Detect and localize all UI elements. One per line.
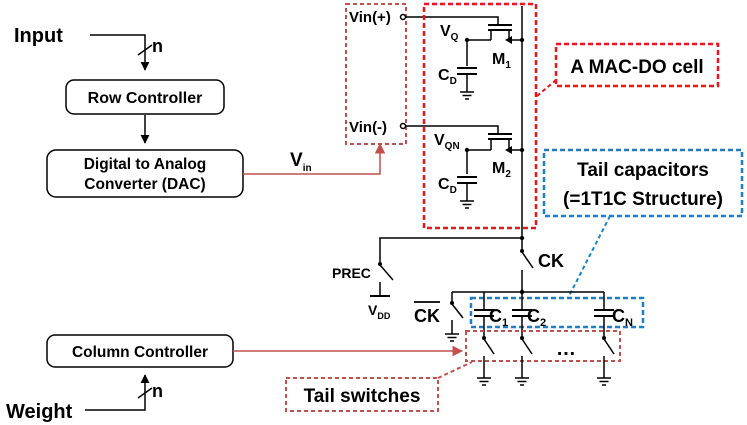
weight-bus-wire xyxy=(85,374,150,411)
m1-source-arrow xyxy=(505,36,512,44)
input-label: Input xyxy=(14,25,63,47)
cd2-label: CD xyxy=(438,176,457,196)
m2-label: M2 xyxy=(492,160,511,180)
cd1-ground-icon xyxy=(460,91,474,100)
m1-label: M1 xyxy=(492,51,511,71)
vin-plus-label: Vin(+) xyxy=(349,9,391,26)
c1-label: C1 xyxy=(489,306,508,329)
tail-capacitors-label-box xyxy=(542,148,744,218)
row-controller-label: Row Controller xyxy=(88,90,203,107)
tail-ellipsis: … xyxy=(556,338,576,360)
cn-label: CN xyxy=(612,306,633,329)
tail-capacitors-label-line1: Tail capacitors xyxy=(577,160,709,181)
tail-switches-label: Tail switches xyxy=(304,386,421,407)
ck-switch-blade xyxy=(521,251,534,269)
dac-label-line2: Converter (DAC) xyxy=(84,176,205,193)
precharge-wire xyxy=(379,237,522,262)
tail-switch-n-blade xyxy=(603,338,615,355)
vin-signal-wire xyxy=(243,142,386,175)
ckbar-ground-icon xyxy=(445,333,459,342)
tail-capacitors-callout-leader xyxy=(567,215,611,299)
weight-bus-width-label: n xyxy=(152,381,163,401)
vin-plus-node xyxy=(399,13,407,21)
input-bus-width-label: n xyxy=(152,36,163,56)
m2-gate-wire xyxy=(430,125,499,133)
tail-switch-1-ground-icon xyxy=(477,377,491,386)
vin-signal-label: Vin xyxy=(290,150,312,174)
vq-node-dot xyxy=(464,37,470,43)
tail-switches-dashed-box xyxy=(465,330,621,362)
dac-label-line1: Digital to Analog xyxy=(84,156,207,173)
input-bus-slash xyxy=(137,44,153,56)
vin-minus-node xyxy=(399,122,407,130)
tail-switch-2-ground-icon xyxy=(515,377,529,386)
bit-line-node-bottom xyxy=(519,147,525,153)
prec-switch-contact xyxy=(378,262,382,266)
tail-switches-label-box xyxy=(285,377,439,412)
row-controller-box xyxy=(65,79,225,115)
cd1-label: CD xyxy=(438,67,457,87)
column-controller-label: Column Controller xyxy=(72,344,208,361)
weight-bus-slash xyxy=(137,387,153,399)
tail-switch-1-blade xyxy=(483,338,495,355)
mac-do-label-box xyxy=(554,42,720,88)
input-bus-wire xyxy=(90,34,150,71)
ck-bar-label: CK xyxy=(414,306,440,326)
vin-minus-label: Vin(-) xyxy=(349,119,387,136)
vqn-node-dot xyxy=(464,147,470,153)
weight-label: Weight xyxy=(6,401,73,423)
tail-switch-1-contact xyxy=(482,336,486,340)
precharge-junction xyxy=(519,235,525,241)
tail-switch-2-contact xyxy=(520,336,524,340)
tail-switch-n-ground-icon xyxy=(597,377,611,386)
ck-label: CK xyxy=(538,251,564,271)
m1-gate-wire xyxy=(430,16,499,24)
ckbar-switch-contact xyxy=(450,301,454,305)
bit-line-node-top xyxy=(519,37,525,43)
vqn-label: VQN xyxy=(434,132,460,152)
tail-capacitors-dashed-box xyxy=(469,296,645,329)
tail-switches-callout-leader xyxy=(437,361,473,379)
cd2-ground-icon xyxy=(460,200,474,209)
mac-do-cell-dashed-box xyxy=(422,2,538,230)
ckbar-switch-blade xyxy=(451,303,464,319)
vq-node-wire xyxy=(466,39,491,66)
mac-do-label: A MAC-DO cell xyxy=(570,57,703,78)
tail-switch-n-contact xyxy=(602,336,606,340)
prec-label: PREC xyxy=(332,265,371,281)
ck-switch-contact xyxy=(520,249,524,253)
tail-switch-2-blade xyxy=(521,338,533,355)
vin-input-dashed-box xyxy=(345,3,407,145)
c2-label: C2 xyxy=(527,306,546,329)
vqn-node-wire xyxy=(466,149,491,174)
mac-do-callout-leader xyxy=(536,79,557,97)
prec-switch-blade xyxy=(379,264,394,281)
vq-label: VQ xyxy=(440,23,459,43)
m2-source-arrow xyxy=(505,146,512,154)
vdd-label: VDD xyxy=(368,302,391,321)
tail-capacitors-label-line2: (=1T1C Structure) xyxy=(563,189,723,210)
